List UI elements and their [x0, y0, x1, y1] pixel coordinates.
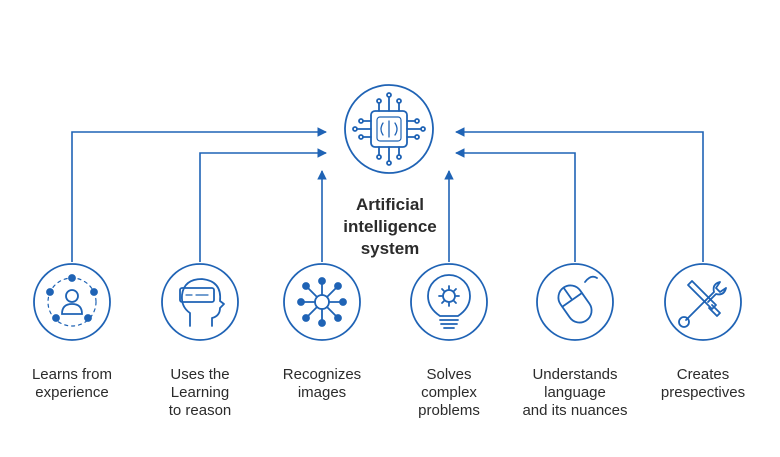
connector-arrow-understands	[455, 148, 576, 262]
connector-arrow-reason	[199, 148, 327, 262]
capability-label-recognizes: Recognizes images	[282, 366, 362, 401]
network-person-icon	[33, 263, 111, 341]
capability-label-reason: Uses the Learning to reason	[168, 366, 232, 419]
capability-label-understands: Understands language and its nuances	[522, 366, 628, 419]
ai-chip-brain-icon	[344, 84, 434, 174]
vr-headset-head-icon	[161, 263, 239, 341]
center-title: Artificial intelligence system	[343, 195, 437, 258]
node-network-icon	[283, 263, 361, 341]
wrench-screwdriver-icon	[664, 263, 742, 341]
computer-mouse-icon	[536, 263, 614, 341]
capability-label-solves: Solves complex problems	[418, 366, 480, 419]
lightbulb-gear-icon	[410, 263, 488, 341]
capability-label-creates: Creates prespectives	[660, 366, 746, 401]
connector-arrow-learns	[71, 127, 327, 262]
capability-label-learns: Learns from experience	[31, 366, 113, 401]
connector-arrow-creates	[455, 127, 704, 262]
